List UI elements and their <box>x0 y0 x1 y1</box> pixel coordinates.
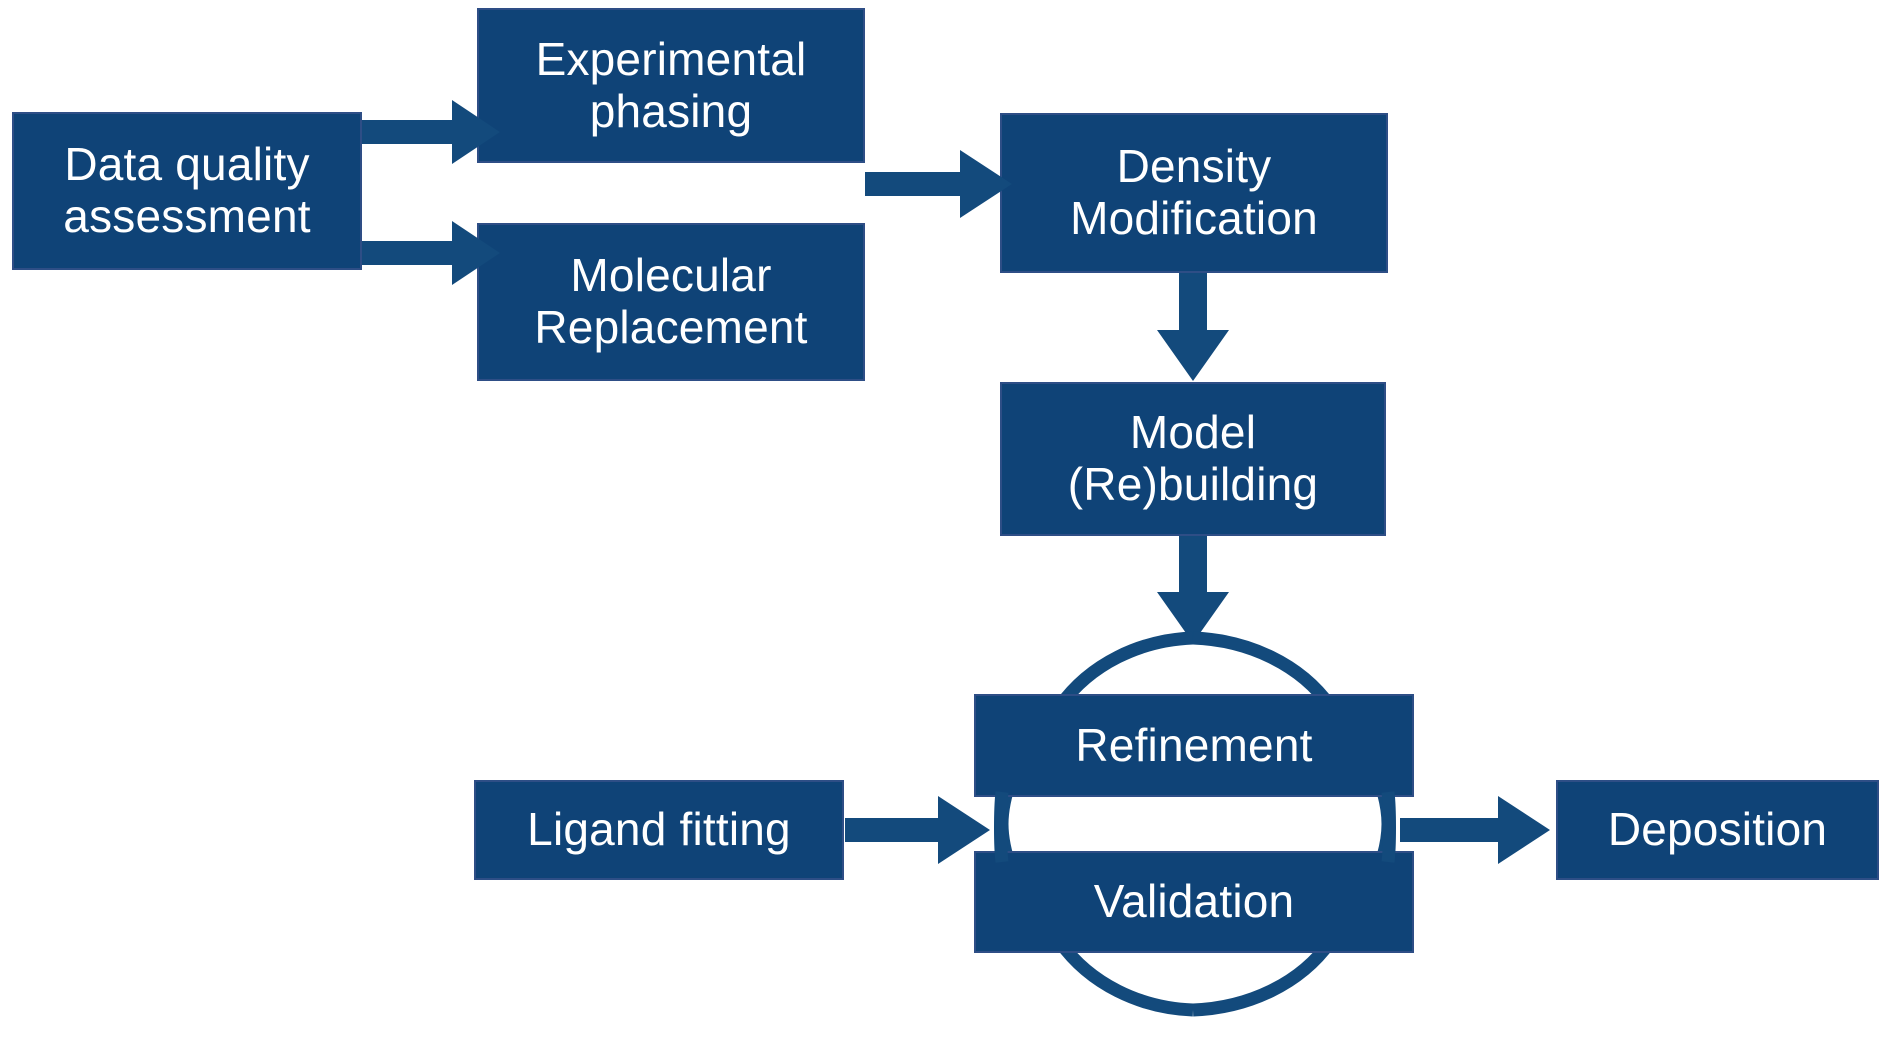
edge-density-modification-to-model-rebuilding <box>1157 273 1229 381</box>
edge-phasing-to-density-modification <box>865 150 1012 218</box>
node-validation[interactable]: Validation <box>974 851 1414 953</box>
node-experimental-phasing[interactable]: Experimental phasing <box>477 8 865 163</box>
node-density-modification[interactable]: Density Modification <box>1000 113 1388 273</box>
edge-ligand-fitting-to-refinement-cycle <box>845 796 990 864</box>
node-data-quality-assessment[interactable]: Data quality assessment <box>12 112 362 270</box>
edge-model-rebuilding-to-refinement <box>1157 536 1229 643</box>
node-refinement[interactable]: Refinement <box>974 694 1414 797</box>
edge-cycle-to-deposition <box>1400 796 1550 864</box>
node-molecular-replacement[interactable]: Molecular Replacement <box>477 223 865 381</box>
node-deposition[interactable]: Deposition <box>1556 780 1879 880</box>
node-model-rebuilding[interactable]: Model (Re)building <box>1000 382 1386 536</box>
node-ligand-fitting[interactable]: Ligand fitting <box>474 780 844 880</box>
